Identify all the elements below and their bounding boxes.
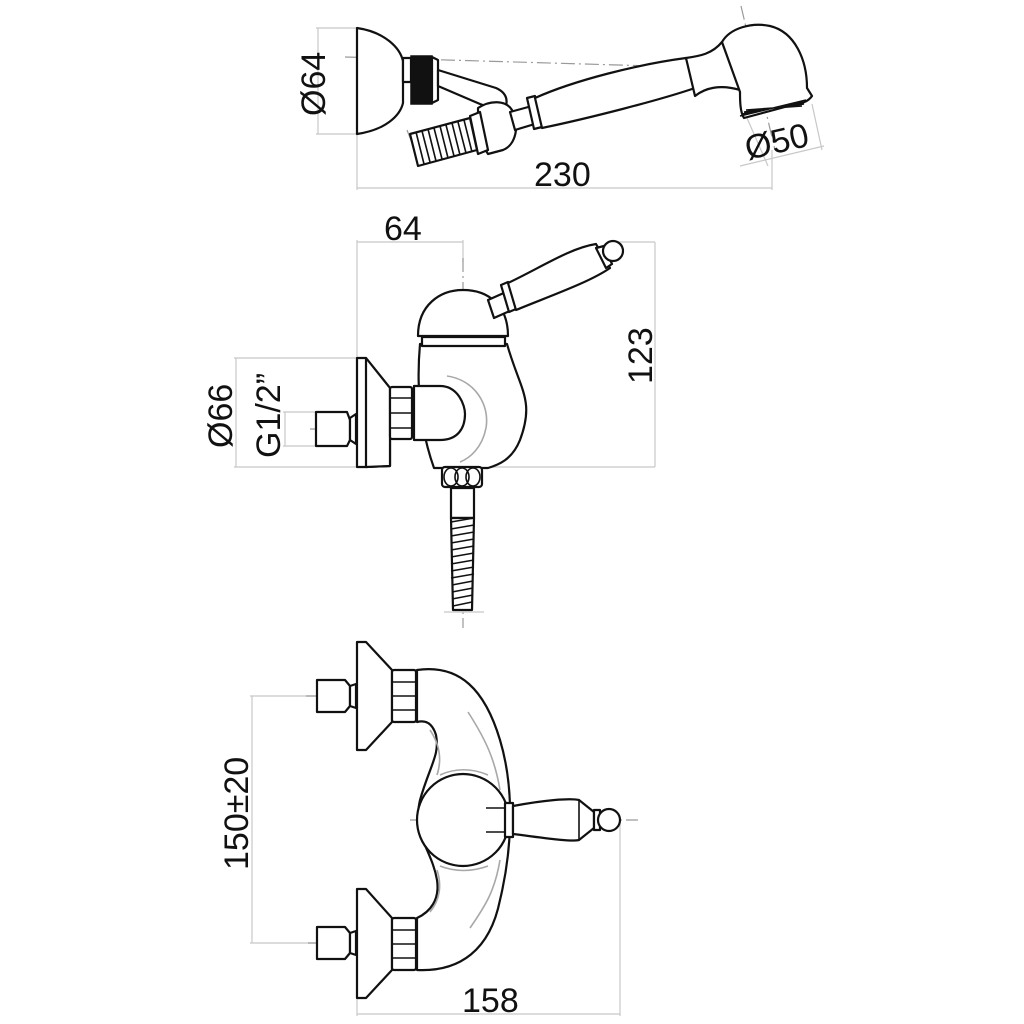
- body-highlight-top: [467, 711, 501, 791]
- front-lever-ring: [503, 801, 515, 839]
- label-g12: G1/2”: [250, 373, 288, 458]
- bracket-collar: [401, 56, 413, 84]
- dimension-line-d66: [234, 357, 357, 468]
- bottom-inlet-nipple: [315, 925, 352, 961]
- inlet-nipple: [314, 410, 352, 448]
- label-158: 158: [462, 982, 519, 1020]
- top-inlet-neck: [348, 682, 358, 710]
- shower-hose: [449, 516, 476, 612]
- lever-handle: [506, 242, 612, 312]
- spray-face: [739, 99, 807, 117]
- body-highlight-bottom: [469, 859, 501, 929]
- hose-connector: [449, 486, 476, 520]
- dimension-line-230: [356, 134, 773, 190]
- hand-shower-head: [720, 23, 814, 120]
- bracket-black-ring: [410, 55, 433, 105]
- front-lever-knob: [596, 807, 622, 833]
- dimension-line-d64: [316, 27, 356, 135]
- lever-knob: [601, 239, 625, 263]
- label-d50: Ø50: [741, 116, 812, 167]
- top-inlet-nipple: [315, 678, 352, 714]
- body-elbow: [412, 384, 467, 442]
- dimension-line-g12: [283, 411, 318, 447]
- wall-bracket-dome: [355, 26, 405, 136]
- mixer-side-view: 64 123 Ø66 G1/2”: [202, 210, 660, 628]
- outlet-nut: [440, 465, 484, 489]
- hex-nut: [388, 385, 414, 441]
- label-150: 150±20: [218, 757, 256, 870]
- hidden-arc: [446, 375, 488, 463]
- body-highlight-top-inner: [429, 729, 441, 776]
- hand-shower-view: Ø64 Ø50 230: [295, 5, 825, 194]
- hand-shower-handle: [533, 56, 697, 130]
- body-collar: [420, 335, 507, 348]
- dimension-line-d50: [739, 103, 825, 167]
- label-64: 64: [384, 210, 422, 248]
- cartridge-cap: [415, 772, 511, 868]
- escutcheon-cone: [364, 356, 392, 469]
- top-escutcheon: [355, 640, 394, 752]
- inlet-neck: [348, 412, 358, 446]
- label-123: 123: [622, 327, 660, 384]
- body-highlight-bottom-inner: [429, 869, 441, 913]
- bracket-ring-edge: [430, 55, 440, 105]
- mixer-front-view: 150±20 158: [218, 640, 638, 1020]
- label-d64: Ø64: [295, 52, 333, 116]
- lever-base-lines: [486, 807, 506, 833]
- front-lever-handle: [511, 798, 596, 842]
- top-hex-nut: [390, 668, 418, 724]
- lever-cap: [416, 288, 510, 338]
- label-d66: Ø66: [202, 384, 240, 448]
- hose-coil: [408, 116, 479, 168]
- dimension-line-150: [250, 695, 318, 944]
- cap-arc-top: [439, 768, 489, 776]
- cap-arc-bottom: [439, 865, 489, 872]
- bottom-escutcheon: [355, 887, 394, 1000]
- bottom-inlet-neck: [348, 929, 358, 957]
- label-230: 230: [534, 156, 591, 194]
- bottom-hex-nut: [390, 916, 418, 972]
